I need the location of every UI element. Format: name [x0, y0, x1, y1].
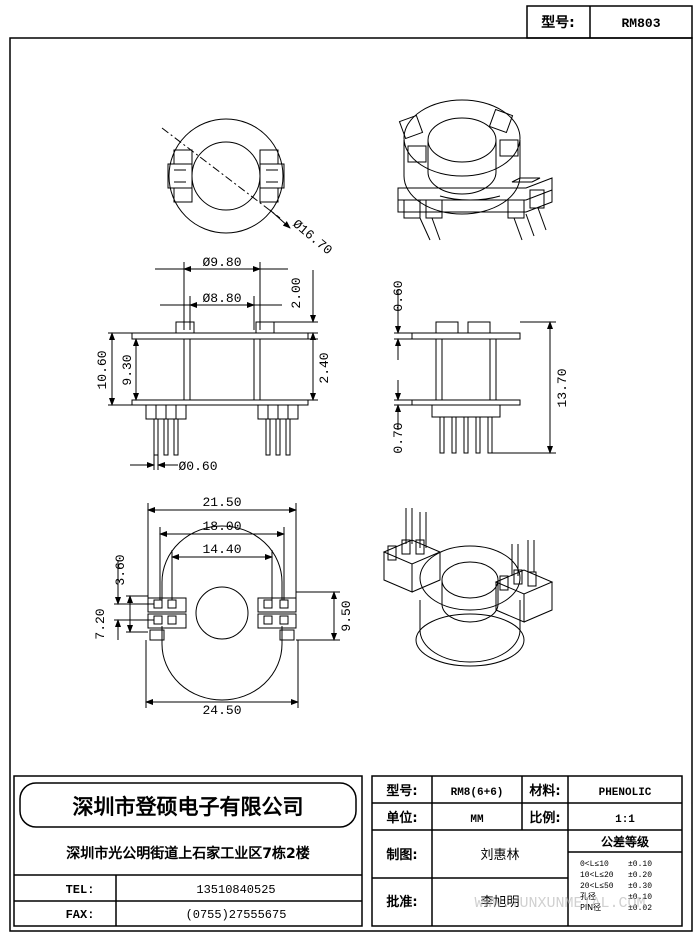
dim-s13-70: 13.70	[555, 368, 570, 407]
spec-material-value: PHENOLIC	[599, 787, 652, 799]
tol-range: 10<L≤20	[580, 871, 614, 880]
iso-view-top	[397, 99, 553, 241]
tol-value: ±0.10	[628, 860, 652, 869]
spec-approve-label: 批准:	[386, 894, 417, 910]
dim-d0-60: Ø0.60	[178, 459, 217, 474]
spec-material-label: 材料:	[529, 783, 560, 799]
top-model-label: 型号:	[541, 14, 575, 31]
spec-scale-value: 1:1	[615, 814, 635, 826]
fax-value: (0755)27555675	[186, 908, 287, 922]
bottom-view	[114, 503, 340, 708]
spec-unit-label: 单位:	[386, 810, 417, 826]
tel-value: 13510840525	[196, 883, 275, 897]
spec-model-label: 型号:	[386, 783, 417, 799]
dim-b7-20: 7.20	[93, 608, 108, 639]
dim-b14-40: 14.40	[202, 542, 241, 557]
side-view	[394, 290, 556, 454]
tol-value: ±0.20	[628, 871, 652, 880]
dim-v9-30: 9.30	[120, 354, 135, 385]
tol-range: PIN径	[580, 902, 601, 912]
dim-v2-40: 2.40	[317, 352, 332, 383]
dim-v10-60: 10.60	[95, 350, 110, 389]
tol-value: ±0.10	[628, 893, 652, 902]
dim-b24-50: 24.50	[202, 703, 241, 718]
spec-scale-label: 比例:	[529, 810, 560, 826]
dim-v2-00: 2.00	[289, 277, 304, 308]
sheet-border	[9, 37, 693, 932]
tol-range: 20<L≤50	[580, 882, 614, 891]
dim-b3-60: 3.60	[113, 554, 128, 585]
top-view	[161, 118, 291, 234]
dim-d9-80: Ø9.80	[202, 255, 241, 270]
tol-value: ±0.02	[628, 904, 652, 913]
spec-model-value: RM8(6+6)	[451, 787, 504, 799]
company-address: 深圳市光公明街道上石家工业区7栋2楼	[66, 845, 309, 862]
fax-label: FAX:	[66, 908, 95, 922]
tel-label: TEL:	[66, 883, 95, 897]
dim-s0-70: 0.70	[391, 422, 406, 453]
watermark: WWW.YUNXUNMETAL.COM	[474, 895, 645, 912]
spec-drawn-label: 制图:	[386, 847, 417, 863]
spec-unit-value: MM	[470, 814, 484, 826]
dim-b9-50: 9.50	[339, 600, 354, 631]
top-model-box: 型号: RM803	[526, 5, 693, 39]
top-model-value: RM803	[621, 16, 660, 31]
dim-d8-80: Ø8.80	[202, 291, 241, 306]
spec-approve-value: 李旭明	[480, 895, 519, 910]
dim-s0-60: 0.60	[391, 280, 406, 311]
spec-drawn-value: 刘惠林	[480, 848, 519, 863]
company-name: 深圳市登硕电子有限公司	[73, 795, 304, 819]
tol-value: ±0.30	[628, 882, 652, 891]
dim-b18-00: 18.00	[202, 519, 241, 534]
dim-d16-70: Ø16.70	[289, 217, 335, 259]
front-view	[108, 262, 318, 470]
tol-title: 公差等级	[601, 834, 649, 849]
dim-b21-50: 21.50	[202, 495, 241, 510]
tol-range: 孔径	[580, 891, 596, 901]
tol-range: 0<L≤10	[580, 860, 609, 869]
title-block	[13, 775, 683, 927]
iso-view-bottom	[382, 508, 554, 667]
